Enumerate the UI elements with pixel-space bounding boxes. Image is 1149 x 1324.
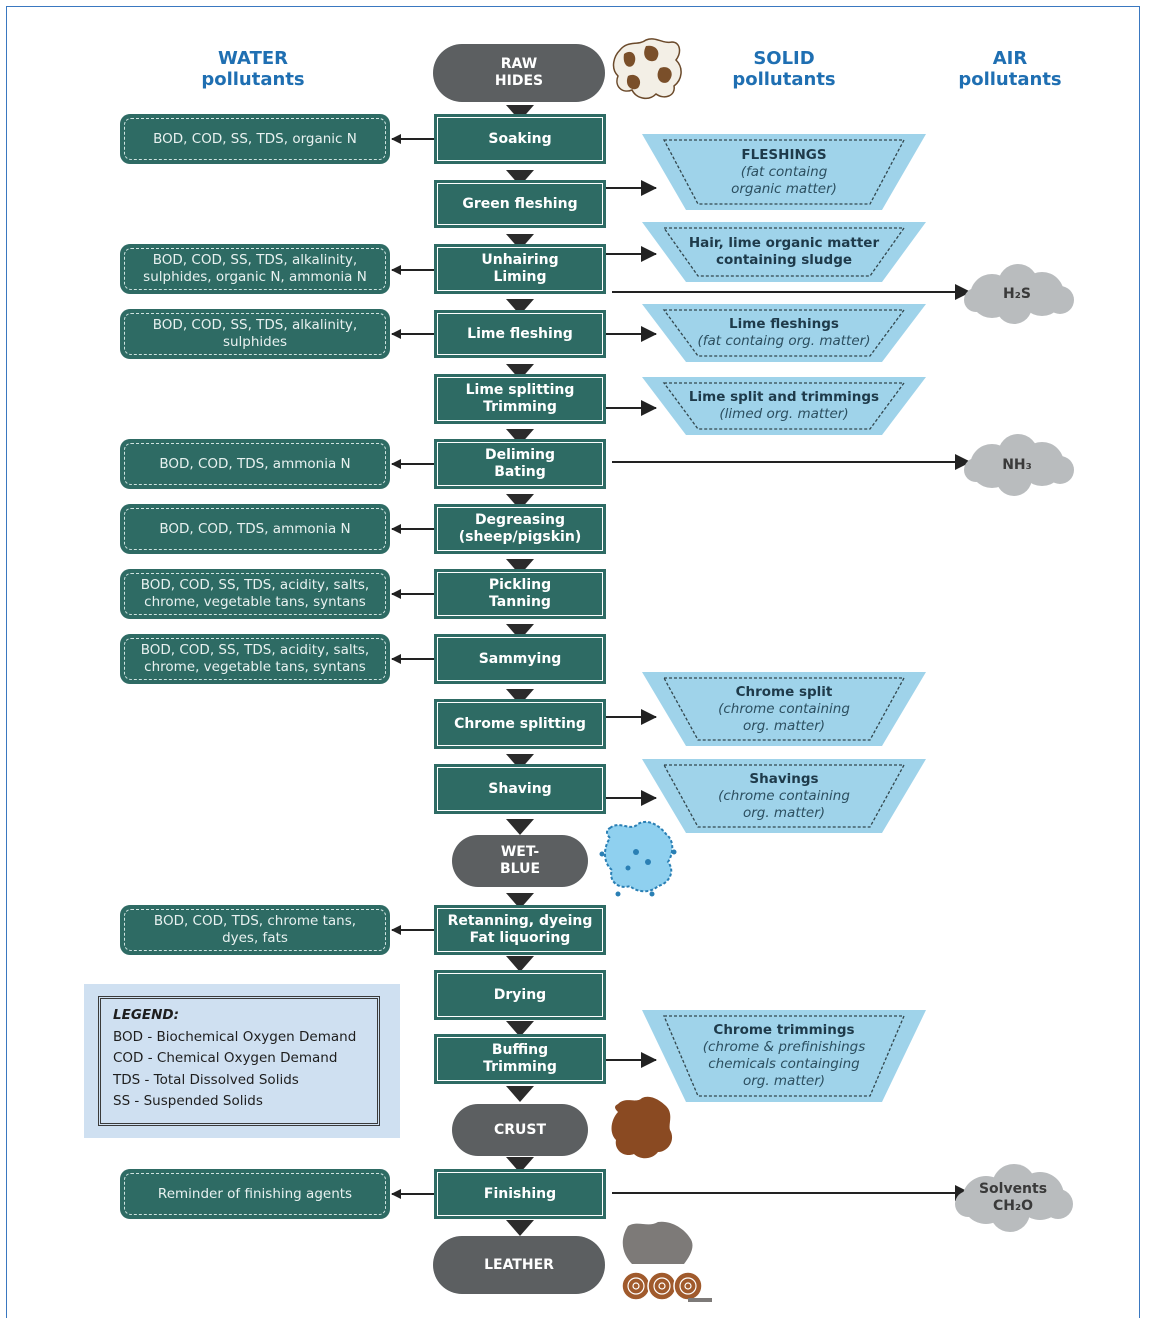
water-pollutant-box: BOD, COD, TDS, chrome tans, dyes, fats [120,905,390,955]
legend-panel: LEGEND: BOD - Biochemical Oxygen Demand … [84,984,400,1138]
water-pollutant-box: BOD, COD, TDS, ammonia N [120,439,390,489]
flow-down-markers [506,105,534,1236]
solid-pollutant-lime-fleshings: Lime fleshings(fat containg org. matter) [642,304,926,362]
solid-pollutant-lime-split: Lime split and trimmings(limed org. matt… [642,377,926,435]
step-deliming-bating: Deliming Bating [434,439,606,489]
legend-heading: LEGEND: [113,1007,180,1023]
leather-rolls-icon [621,1221,712,1302]
air-pollutant-cloud-h2s: H₂S [958,262,1076,326]
water-pollutant-box: BOD, COD, SS, TDS, acidity, salts, chrom… [120,634,390,684]
step-shaving: Shaving [434,764,606,814]
solid-pollutant-fleshings: FLESHINGS(fat containg organic matter) [642,134,926,210]
step-lime-splitting-trimming: Lime splitting Trimming [434,374,606,424]
water-pollutant-box: BOD, COD, SS, TDS, alkalinity, sulphides… [120,244,390,294]
legend-item: BOD - Biochemical Oxygen Demand [113,1028,357,1045]
leather-oval: LEATHER [433,1236,605,1294]
step-chrome-splitting: Chrome splitting [434,699,606,749]
step-soaking: Soaking [434,114,606,164]
water-pollutant-box: BOD, COD, TDS, ammonia N [120,504,390,554]
step-degreasing: Degreasing (sheep/pigskin) [434,504,606,554]
raw-hides-oval: RAW HIDES [433,44,605,102]
water-pollutant-box: BOD, COD, SS, TDS, acidity, salts, chrom… [120,569,390,619]
solid-pollutant-shavings: Shavings(chrome containing org. matter) [642,759,926,833]
figure-frame [6,6,1140,1318]
step-retanning-dyeing: Retanning, dyeing Fat liquoring [434,905,606,955]
step-pickling-tanning: Pickling Tanning [434,569,606,619]
cowhide-icon [612,38,682,100]
step-lime-fleshing: Lime fleshing [434,310,606,358]
step-green-fleshing: Green fleshing [434,180,606,228]
water-pollutant-box: BOD, COD, SS, TDS, organic N [120,114,390,164]
step-unhairing-liming: Unhairing Liming [434,244,606,294]
wet-blue-oval: WET- BLUE [452,835,588,887]
water-pollutant-box: Reminder of finishing agents [120,1169,390,1219]
crust-hide-icon [611,1096,673,1159]
step-drying: Drying [434,970,606,1020]
air-pollutant-cloud-nh3: NH₃ [958,432,1076,498]
legend-item: COD - Chemical Oxygen Demand [113,1050,338,1066]
crust-oval: CRUST [452,1104,588,1156]
solid-pollutant-chrome-trimmings: Chrome trimmings(chrome & prefinishings … [642,1010,926,1102]
step-finishing: Finishing [434,1169,606,1219]
legend-item: SS - Suspended Solids [113,1093,263,1109]
legend-item: TDS - Total Dissolved Solids [113,1071,299,1088]
water-pollutant-box: BOD, COD, SS, TDS, alkalinity, sulphides [120,309,390,359]
step-sammying: Sammying [434,634,606,684]
step-buffing-trimming: Buffing Trimming [434,1034,606,1084]
solid-pollutant-chrome-split: Chrome split(chrome containing org. matt… [642,672,926,746]
wet-blue-hide-icon [599,820,677,897]
legend-box: LEGEND: BOD - Biochemical Oxygen Demand … [98,996,380,1126]
air-pollutant-cloud-solvents: Solvents CH₂O [950,1162,1076,1234]
